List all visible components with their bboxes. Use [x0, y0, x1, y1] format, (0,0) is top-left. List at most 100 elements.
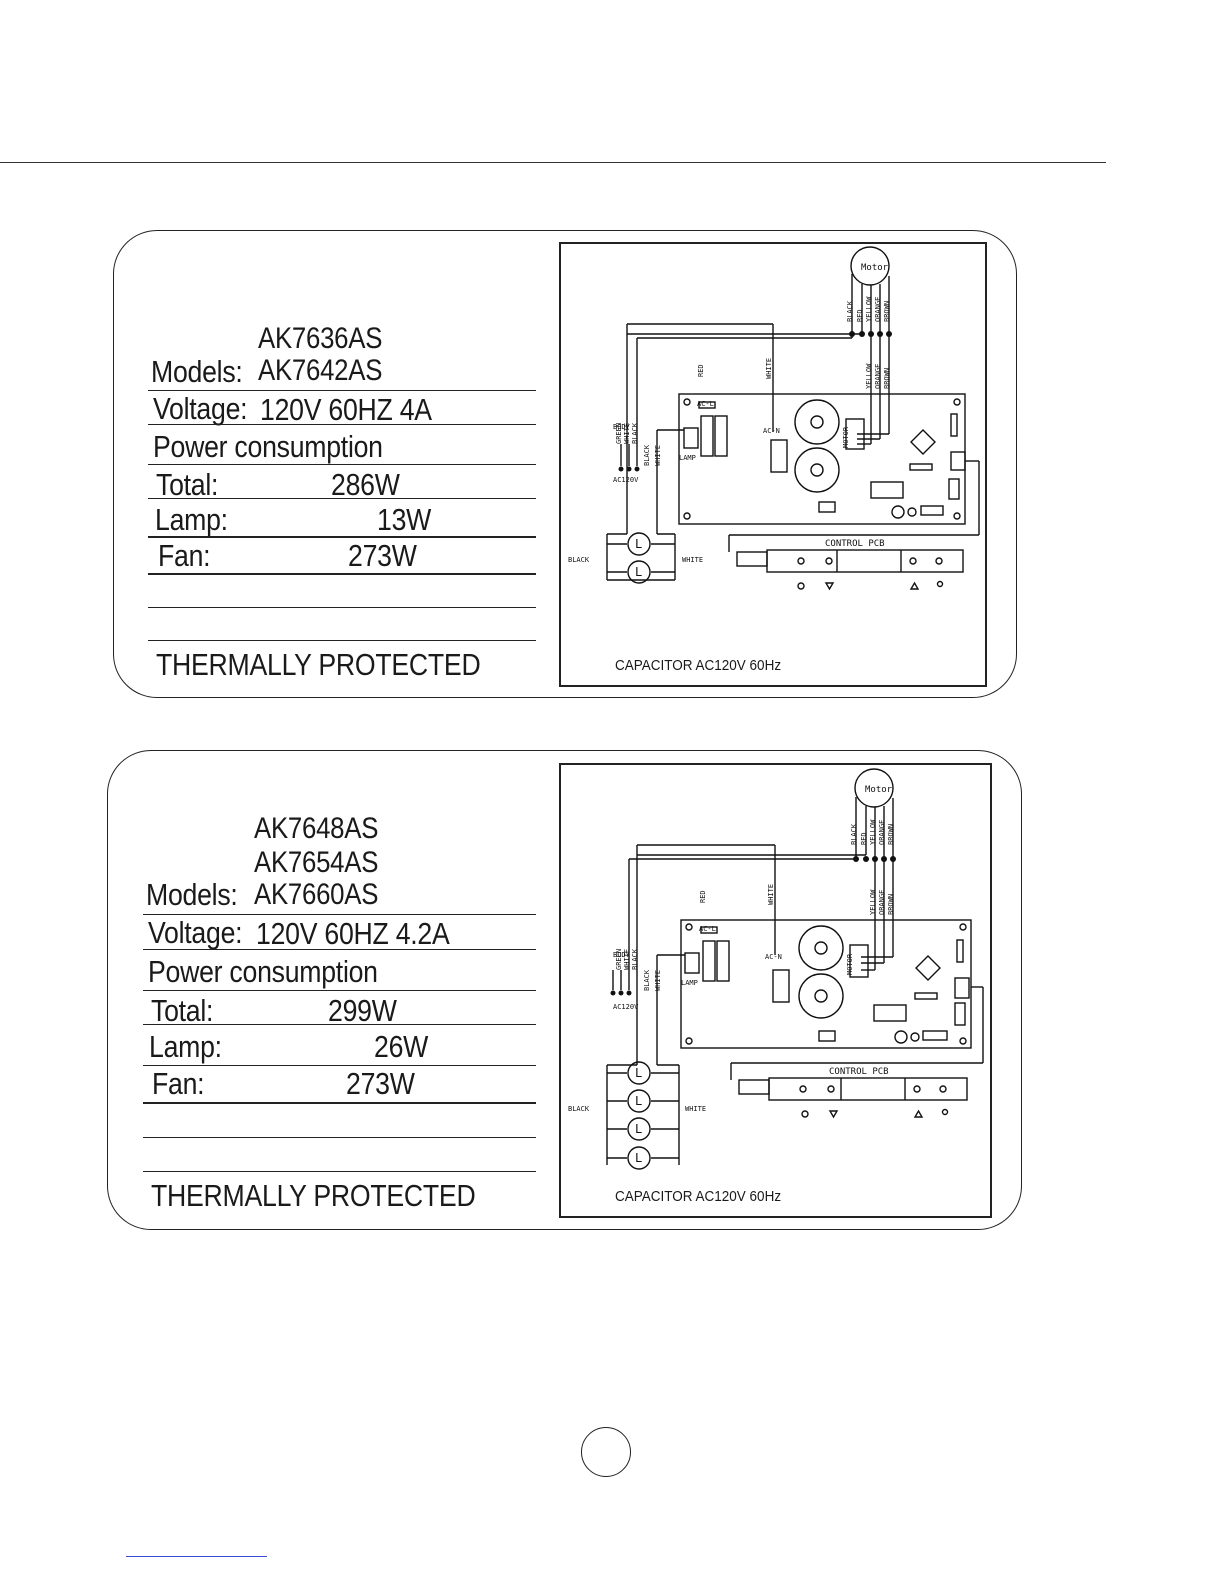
- total-value: 299W: [328, 993, 397, 1028]
- white-label: WHITE: [767, 884, 775, 905]
- input-black: BLACK: [631, 948, 639, 970]
- input-white: WHITE: [623, 423, 631, 444]
- wire-label-orange: ORANGE: [878, 820, 886, 845]
- white-side-label: WHITE: [685, 1105, 706, 1113]
- pcb-wire-yellow: YELLOW: [869, 889, 877, 915]
- wiring-diagram-2: Motor BLACK RED YELLOW ORANGE BROWN YELL…: [559, 763, 992, 1218]
- red-label: RED: [697, 364, 705, 377]
- fan-label: Fan:: [158, 538, 211, 573]
- input-green: GREEN: [615, 949, 623, 970]
- models-label: Models:: [151, 354, 243, 389]
- wire-label-yellow: YELLOW: [865, 296, 873, 322]
- spec-table-1: AK7636AS Models: AK7642AS Voltage: 120V …: [148, 230, 538, 698]
- lamp-symbol: [627, 532, 651, 556]
- pcb-lamp-label: LAMP: [681, 979, 698, 987]
- lamp-wire-white: WHITE: [654, 445, 662, 466]
- power-heading: Power consumption: [153, 429, 383, 464]
- model-2: AK7654AS: [254, 846, 379, 879]
- motor-connector-label: MOTOR: [842, 426, 850, 448]
- black-label: BLACK: [568, 556, 590, 564]
- motor-symbol: [850, 246, 890, 286]
- pcb-wire-brown: BROWN: [883, 368, 891, 389]
- lamp-symbol-letter: L: [635, 1094, 642, 1108]
- lamp-wire-white: WHITE: [654, 970, 662, 991]
- ac-l-label: AC-L: [697, 400, 714, 408]
- footer-link-underline: [126, 1556, 267, 1557]
- motor-symbol: [854, 768, 894, 808]
- model-1: AK7636AS: [258, 322, 383, 355]
- total-label: Total:: [151, 993, 214, 1028]
- rule: [148, 640, 536, 641]
- rule: [148, 573, 536, 575]
- lamp-symbol-letter: L: [635, 1122, 642, 1136]
- pcb-lamp-label: LAMP: [679, 454, 696, 462]
- lamp-symbol: [627, 1089, 651, 1113]
- lamp-label: Lamp:: [149, 1029, 222, 1064]
- body-label: BODY: [613, 423, 631, 431]
- wiring-diagram-1: Motor BLACK RED YELLOW ORANGE BROWN YELL…: [559, 242, 987, 687]
- input-green: GREEN: [615, 423, 623, 444]
- header-rule: [0, 162, 1106, 163]
- white-side-label: WHITE: [682, 556, 703, 564]
- ac-l-label: AC-L: [699, 925, 716, 933]
- rule: [143, 1171, 536, 1172]
- fan-value: 273W: [346, 1066, 415, 1101]
- ac-n-label: AC-N: [765, 953, 782, 961]
- lamp-wire-black: BLACK: [643, 444, 651, 466]
- lamp-value: 26W: [374, 1029, 429, 1064]
- voltage-value: 120V 60HZ 4.2A: [256, 916, 450, 951]
- wire-label-yellow: YELLOW: [869, 819, 877, 845]
- lamp-symbol: [627, 1061, 651, 1085]
- rule: [148, 536, 536, 538]
- lamp-symbol: [627, 1146, 651, 1170]
- ac120v-label: AC120V: [613, 1003, 639, 1011]
- power-heading: Power consumption: [148, 954, 378, 989]
- ac120v-label: AC120V: [613, 476, 639, 484]
- pcb-wire-brown: BROWN: [887, 894, 895, 915]
- wire-label-red: RED: [856, 309, 864, 322]
- pcb-wire-orange: ORANGE: [874, 364, 882, 389]
- rule: [148, 390, 536, 391]
- rule: [143, 1024, 536, 1025]
- rule: [148, 464, 536, 465]
- wire-label-black: BLACK: [850, 823, 858, 845]
- rule: [143, 1065, 536, 1066]
- capacitor-note: CAPACITOR AC120V 60Hz: [615, 657, 782, 674]
- model-3: AK7660AS: [254, 878, 379, 911]
- wire-label-black: BLACK: [846, 300, 854, 322]
- rule: [143, 914, 536, 915]
- lamp-symbol-letter: L: [635, 537, 642, 551]
- main-pcb: [680, 919, 972, 1049]
- voltage-label: Voltage:: [148, 915, 243, 950]
- control-pcb-label: CONTROL PCB: [829, 1067, 889, 1077]
- model-1: AK7648AS: [254, 812, 379, 845]
- voltage-label: Voltage:: [153, 391, 248, 426]
- wiring-svg-1: Motor BLACK RED YELLOW ORANGE BROWN YELL…: [568, 246, 980, 591]
- lamp-symbol-letter: L: [635, 1151, 642, 1165]
- body-label: BODY: [613, 951, 631, 959]
- white-label: WHITE: [765, 358, 773, 379]
- motor-label: Motor: [865, 785, 893, 795]
- wire-label-brown: BROWN: [883, 301, 891, 322]
- input-black: BLACK: [631, 422, 639, 444]
- ac-n-label: AC-N: [763, 427, 780, 435]
- models-label: Models:: [146, 877, 238, 912]
- control-pcb-label: CONTROL PCB: [825, 539, 885, 549]
- black-label: BLACK: [568, 1105, 590, 1113]
- motor-label: Motor: [861, 263, 889, 273]
- control-pcb: [768, 1077, 968, 1101]
- total-value: 286W: [331, 467, 400, 502]
- wire-label-orange: ORANGE: [874, 297, 882, 322]
- rule: [143, 1137, 536, 1138]
- rule: [143, 1102, 536, 1104]
- rule: [148, 607, 536, 608]
- input-white: WHITE: [623, 949, 631, 970]
- fan-value: 273W: [348, 538, 417, 573]
- wire-label-red: RED: [860, 832, 868, 845]
- thermal-note: THERMALLY PROTECTED: [156, 647, 481, 682]
- pcb-wire-yellow: YELLOW: [865, 363, 873, 389]
- wiring-svg-2: Motor BLACK RED YELLOW ORANGE BROWN YELL…: [568, 768, 984, 1170]
- voltage-value: 120V 60HZ 4A: [260, 392, 432, 427]
- model-2: AK7642AS: [258, 354, 383, 387]
- lamp-value: 13W: [377, 502, 432, 537]
